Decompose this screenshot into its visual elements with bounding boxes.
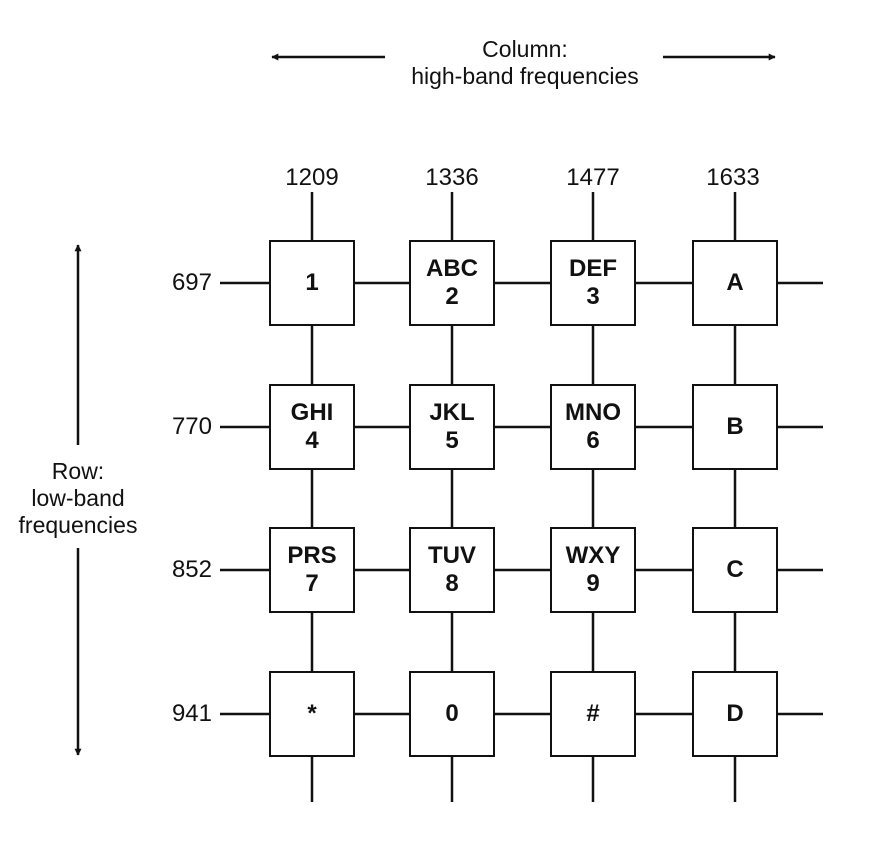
key-digit: 8	[445, 570, 459, 597]
key-star[interactable]: *	[269, 671, 355, 757]
key-8[interactable]: TUV 8	[409, 527, 495, 613]
key-5[interactable]: JKL 5	[409, 384, 495, 470]
key-7[interactable]: PRS 7	[269, 527, 355, 613]
key-hash[interactable]: #	[550, 671, 636, 757]
row-heading: Row: low-band frequencies	[4, 458, 152, 539]
key-d[interactable]: D	[692, 671, 778, 757]
column-frequency-1633: 1633	[706, 164, 760, 191]
key-letters: TUV	[428, 542, 476, 570]
key-digit: *	[307, 700, 317, 728]
key-2[interactable]: ABC 2	[409, 240, 495, 326]
key-digit: 2	[445, 283, 459, 310]
key-letters: JKL	[429, 399, 475, 427]
key-digit: 4	[305, 427, 319, 454]
row-frequency-770: 770	[171, 413, 212, 440]
column-heading-line1: Column:	[482, 36, 568, 62]
key-6[interactable]: MNO 6	[550, 384, 636, 470]
key-4[interactable]: GHI 4	[269, 384, 355, 470]
key-9[interactable]: WXY 9	[550, 527, 636, 613]
key-digit: 7	[305, 570, 319, 597]
key-0[interactable]: 0	[409, 671, 495, 757]
key-digit: 6	[586, 427, 600, 454]
key-digit: 0	[445, 700, 459, 728]
key-digit: D	[726, 700, 744, 728]
key-digit: #	[586, 700, 600, 728]
key-1[interactable]: 1	[269, 240, 355, 326]
column-heading-line2: high-band frequencies	[411, 62, 639, 89]
row-heading-line3: frequencies	[18, 511, 138, 538]
row-heading-line1: Row:	[51, 458, 105, 484]
key-letters: GHI	[290, 399, 334, 427]
key-letters: WXY	[565, 542, 621, 570]
key-b[interactable]: B	[692, 384, 778, 470]
key-digit: 9	[586, 570, 600, 597]
key-c[interactable]: C	[692, 527, 778, 613]
key-3[interactable]: DEF 3	[550, 240, 636, 326]
key-digit: 1	[305, 269, 319, 297]
row-frequency-697: 697	[171, 269, 212, 296]
row-frequency-852: 852	[171, 556, 212, 583]
column-heading: Column: high-band frequencies	[375, 36, 675, 90]
key-digit: B	[726, 413, 744, 441]
key-digit: 5	[445, 427, 459, 454]
column-frequency-1477: 1477	[566, 164, 620, 191]
key-digit: 3	[586, 283, 600, 310]
column-frequency-1336: 1336	[425, 164, 479, 191]
key-letters: MNO	[565, 399, 621, 427]
key-letters: PRS	[287, 542, 337, 570]
key-digit: C	[726, 556, 744, 584]
key-letters: ABC	[426, 255, 478, 283]
row-heading-line2: low-band	[31, 484, 125, 511]
key-a[interactable]: A	[692, 240, 778, 326]
column-frequency-1209: 1209	[285, 164, 339, 191]
key-digit: A	[726, 269, 744, 297]
key-letters: DEF	[569, 255, 617, 283]
row-frequency-941: 941	[171, 700, 212, 727]
